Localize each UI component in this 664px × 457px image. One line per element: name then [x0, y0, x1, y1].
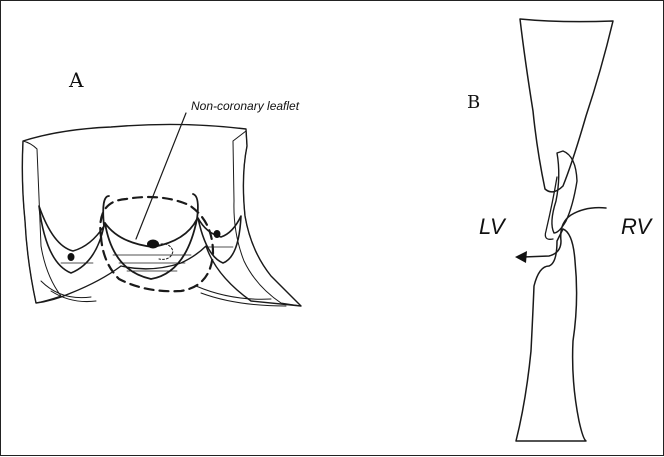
panel-b-septum-drawing — [515, 19, 613, 441]
arrow-head — [515, 251, 527, 263]
annotation-leader-line — [136, 113, 186, 239]
lv-label: LV — [479, 214, 507, 239]
annotation-label: Non-coronary leaflet — [191, 99, 300, 113]
left-coronary-ostium — [68, 253, 75, 261]
lower-septum — [516, 229, 586, 441]
non-coronary-marker — [147, 240, 159, 249]
aortic-wall — [22, 124, 301, 306]
right-wall-shading — [233, 131, 301, 306]
panel-a-aortic-root-drawing — [22, 113, 301, 306]
shunt-flow-arrow — [523, 208, 606, 257]
non-coronary-cusp — [105, 219, 197, 279]
panel-b-label: B — [467, 92, 480, 113]
right-coronary-ostium — [214, 230, 221, 238]
panel-a-label: A — [68, 68, 84, 92]
upper-septum — [520, 19, 613, 192]
rv-label: RV — [621, 214, 653, 239]
